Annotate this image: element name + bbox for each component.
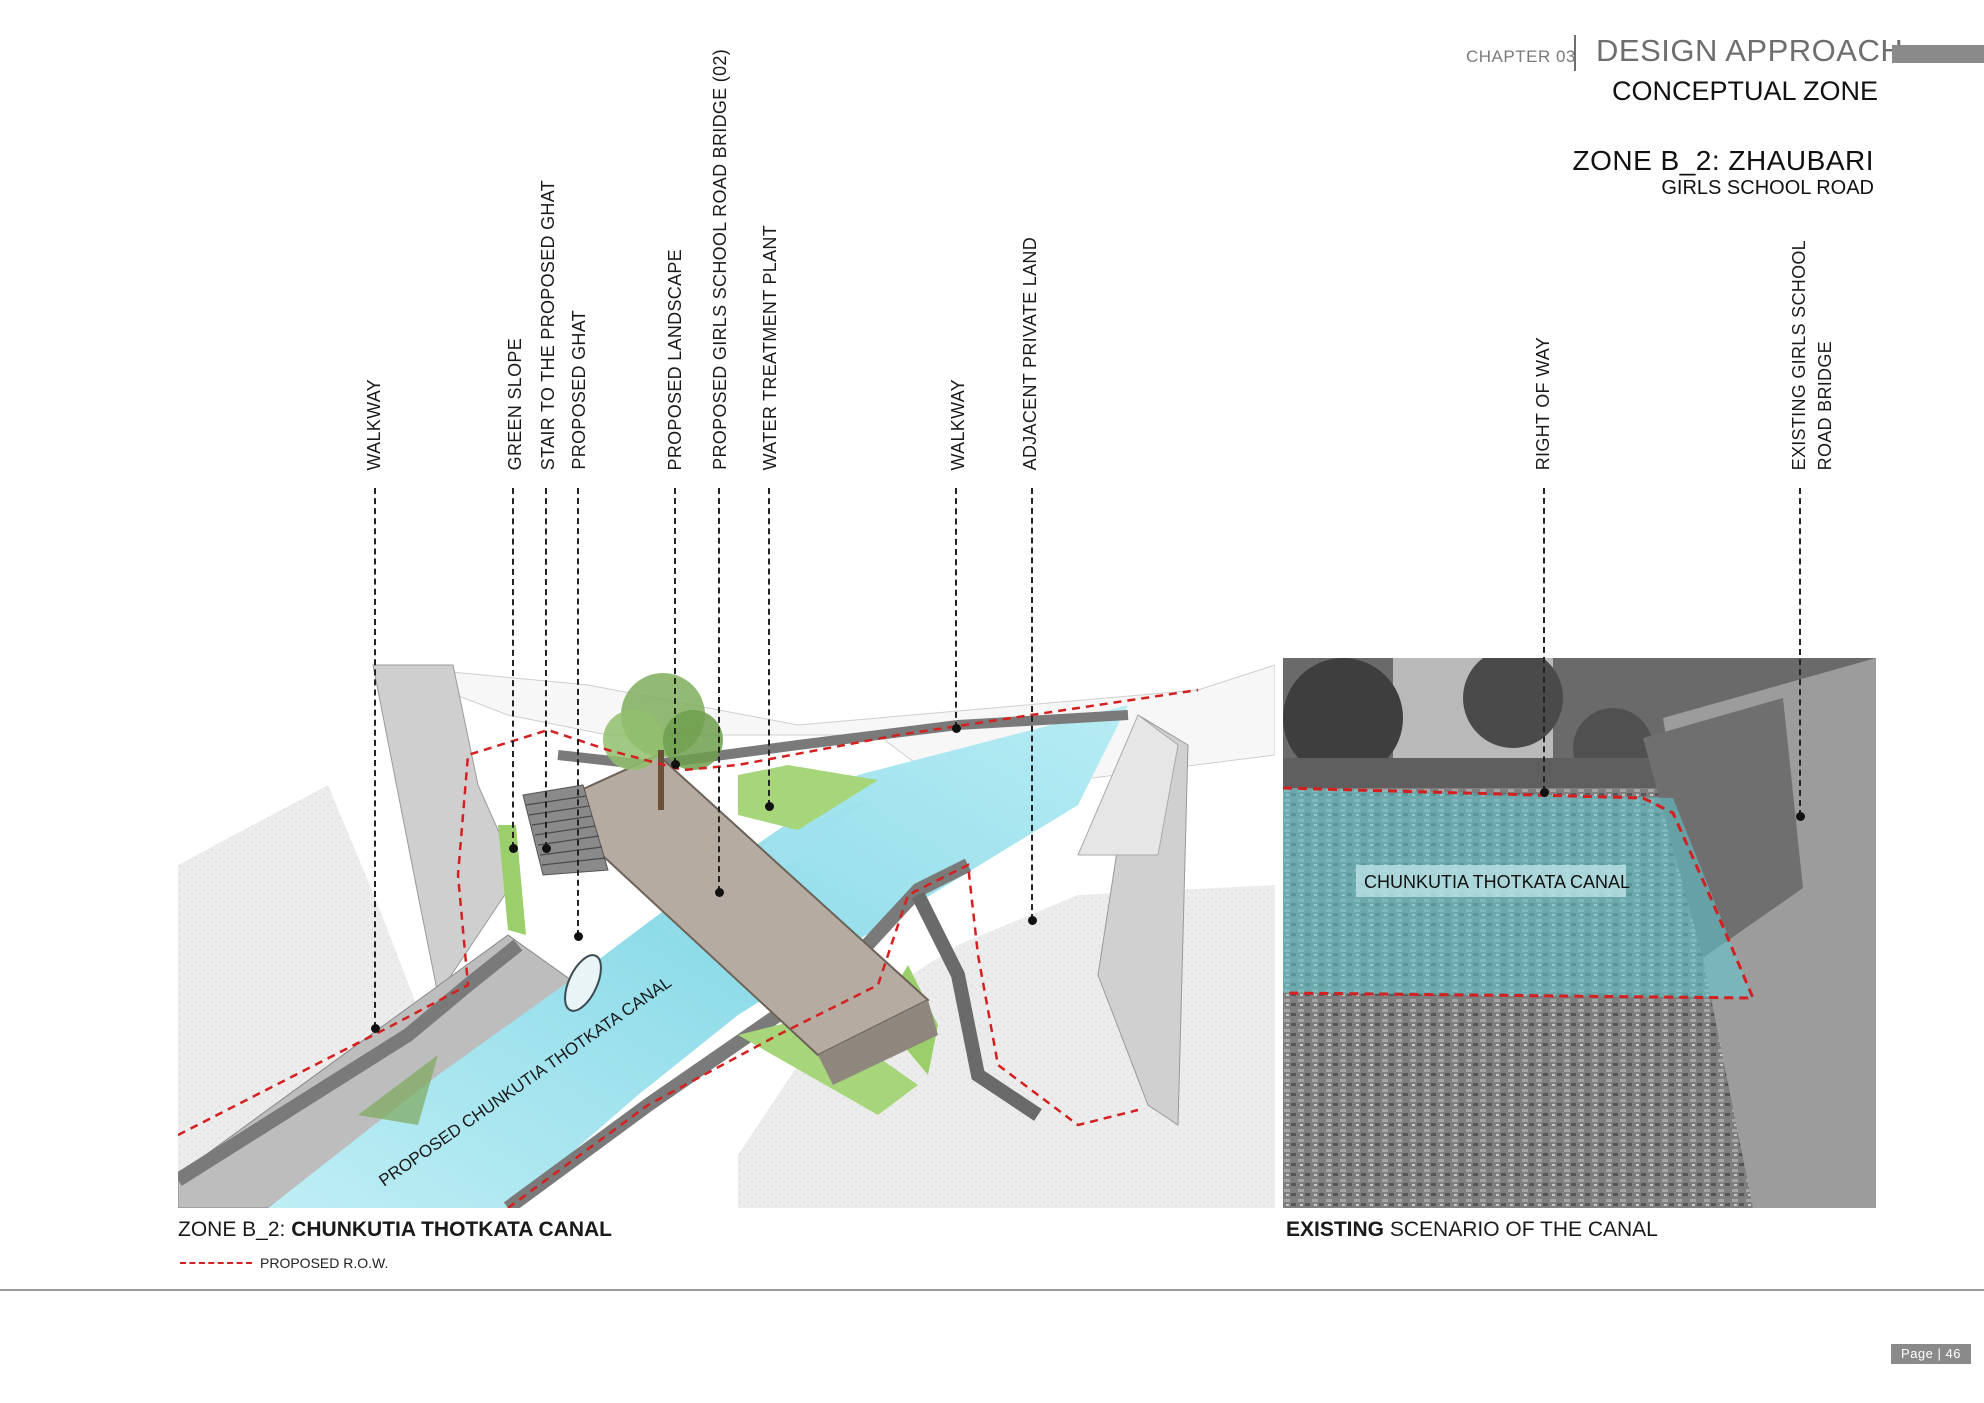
label-green-slope: GREEN SLOPE — [505, 337, 525, 470]
leader-dot — [715, 888, 724, 897]
leader-dot — [1796, 812, 1805, 821]
chapter-label: CHAPTER 03 — [1466, 47, 1576, 66]
leader-walkway-1 — [374, 488, 376, 1028]
caption-prefix: ZONE B_2: — [178, 1218, 292, 1241]
zone-subtitle: GIRLS SCHOOL ROAD — [1661, 177, 1874, 199]
existing-canal-photo: CHUNKUTIA THOTKATA CANAL — [1283, 658, 1876, 1208]
leader-dot — [1540, 788, 1549, 797]
leader-dot — [574, 932, 583, 941]
label-existing-bridge: EXISTING GIRLS SCHOOL ROAD BRIDGE — [1789, 239, 1835, 470]
zone-title: ZONE B_2: ZHAUBARI — [1572, 145, 1874, 176]
photo-caption: EXISTING SCENARIO OF THE CANAL — [1286, 1218, 1658, 1242]
leader-proposed-bridge — [718, 488, 720, 892]
subsection-title: CONCEPTUAL ZONE — [1611, 76, 1878, 106]
leader-dot — [952, 724, 961, 733]
leader-dot — [765, 802, 774, 811]
label-water-treatment: WATER TREATMENT PLANT — [760, 224, 780, 470]
leader-stair — [545, 488, 547, 848]
label-proposed-landscape: PROPOSED LANDSCAPE — [665, 248, 685, 470]
leader-dot — [542, 844, 551, 853]
label-proposed-ghat: PROPOSED GHAT — [569, 310, 589, 470]
leader-dot — [509, 844, 518, 853]
leader-private-land — [1031, 488, 1033, 920]
label-right-of-way: RIGHT OF WAY — [1533, 336, 1553, 470]
label-stair: STAIR TO THE PROPOSED GHAT — [538, 179, 558, 470]
leader-proposed-landscape — [674, 488, 676, 764]
drawing-caption: ZONE B_2: CHUNKUTIA THOTKATA CANAL — [178, 1218, 612, 1242]
header-separator — [1574, 35, 1576, 71]
caption-existing: EXISTING — [1286, 1218, 1385, 1241]
leader-dot — [1028, 916, 1037, 925]
axonometric-drawing: PROPOSED CHUNKUTIA THOTKATA CANAL — [178, 655, 1275, 1208]
header-bar — [1892, 45, 1984, 63]
label-walkway-2: WALKWAY — [948, 378, 968, 470]
leader-green-slope — [512, 488, 514, 848]
leader-dot — [671, 760, 680, 769]
leader-right-of-way — [1543, 488, 1545, 792]
label-private-land: ADJACENT PRIVATE LAND — [1020, 236, 1040, 470]
caption-rest: SCENARIO OF THE CANAL — [1384, 1218, 1658, 1241]
photo-canal-label: CHUNKUTIA THOTKATA CANAL — [1364, 872, 1630, 892]
leader-proposed-ghat — [577, 488, 579, 936]
legend-label: PROPOSED R.O.W. — [260, 1255, 389, 1271]
legend-dash — [180, 1262, 252, 1264]
leader-water-treatment — [768, 488, 770, 806]
leader-existing-bridge — [1799, 488, 1801, 816]
page-number: Page | 46 — [1891, 1344, 1971, 1364]
label-walkway-1: WALKWAY — [364, 378, 384, 470]
caption-bold: CHUNKUTIA THOTKATA CANAL — [291, 1218, 612, 1241]
leader-dot — [371, 1024, 380, 1033]
footer-divider — [0, 1289, 1984, 1291]
label-proposed-bridge: PROPOSED GIRLS SCHOOL ROAD BRIDGE (02) — [710, 49, 730, 470]
section-title: DESIGN APPROACH — [1596, 33, 1904, 68]
leader-walkway-2 — [955, 488, 957, 728]
